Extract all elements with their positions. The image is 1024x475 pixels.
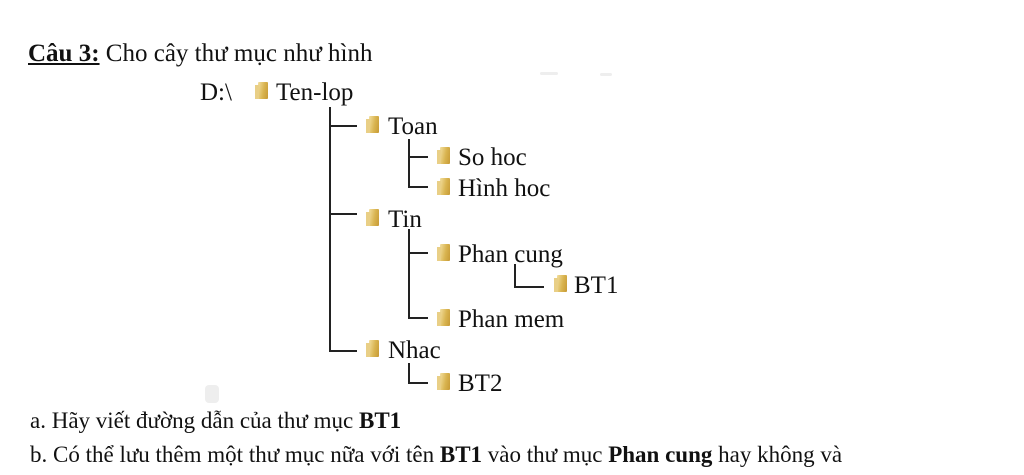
question-b-bold-bt1: BT1 <box>439 442 483 467</box>
folder-tin: Tin <box>388 206 422 233</box>
folder-icon <box>437 178 450 195</box>
tree-root-drive: D:\ <box>200 79 232 106</box>
tree-connector <box>408 139 410 188</box>
tree-connector <box>408 317 428 319</box>
folder-icon <box>437 244 450 261</box>
question-number: Câu 3: <box>28 40 100 67</box>
folder-icon <box>366 116 379 133</box>
folder-phan-mem: Phan mem <box>458 306 565 333</box>
folder-icon <box>437 373 450 390</box>
tree-connector <box>408 229 410 319</box>
folder-nhac: Nhac <box>388 337 441 364</box>
folder-icon <box>366 340 379 357</box>
tree-connector <box>408 252 428 254</box>
question-b-middle: vào thư mục <box>482 442 609 467</box>
question-b: b. Có thể lưu thêm một thư mục nữa với t… <box>30 443 842 466</box>
tree-connector <box>408 156 428 158</box>
folder-hinh-hoc: Hình hoc <box>458 175 551 202</box>
question-b-text: b. Có thể lưu thêm một thư mục nữa với t… <box>30 442 440 467</box>
question-b-bold-phan-cung: Phan cung <box>608 442 713 467</box>
folder-toan: Toan <box>388 113 438 140</box>
question-a-bold: BT1 <box>358 408 402 433</box>
folder-icon <box>437 309 450 326</box>
tree-connector <box>408 363 410 384</box>
tree-connector <box>329 350 357 352</box>
tree-connector <box>329 125 357 127</box>
tree-connector <box>514 286 544 288</box>
tree-connector <box>408 186 428 188</box>
folder-bt1: BT1 <box>574 272 619 299</box>
question-a-text: a. Hãy viết đường dẫn của thư mục <box>30 408 359 433</box>
tree-connector <box>329 213 357 215</box>
scan-smudge <box>205 385 219 403</box>
tree-connector <box>408 382 428 384</box>
folder-phan-cung: Phan cung <box>458 241 563 268</box>
question-b-suffix: hay không và <box>712 442 843 467</box>
folder-so-hoc: So hoc <box>458 144 527 171</box>
folder-bt2: BT2 <box>458 370 503 397</box>
question-a: a. Hãy viết đường dẫn của thư mục BT1 <box>30 409 401 432</box>
folder-icon <box>437 147 450 164</box>
folder-icon <box>366 209 379 226</box>
question-title: Cho cây thư mục như hình <box>105 40 373 67</box>
folder-icon <box>554 275 567 292</box>
folder-icon <box>255 82 268 99</box>
question-heading: Câu 3: Cho cây thư mục như hình <box>28 41 372 66</box>
scan-smudge <box>600 73 612 76</box>
tree-connector <box>514 264 516 288</box>
scan-smudge <box>540 72 558 75</box>
tree-connector <box>329 107 331 352</box>
folder-ten-lop: Ten-lop <box>276 79 354 106</box>
